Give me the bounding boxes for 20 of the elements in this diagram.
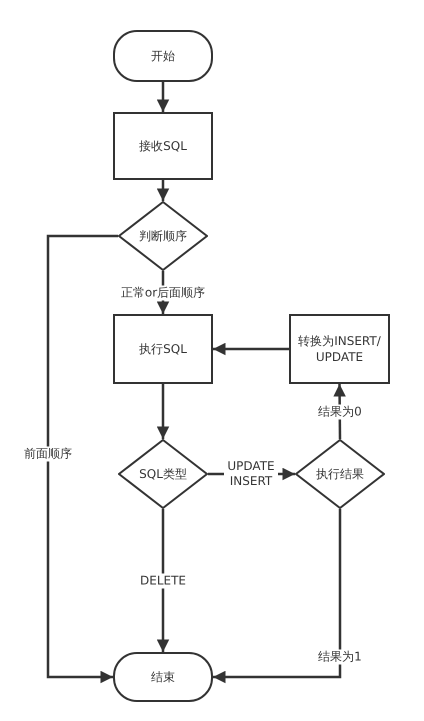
arrow xyxy=(213,342,289,356)
edge-label: 正常or后面顺序 xyxy=(120,286,206,300)
arrow xyxy=(156,82,170,112)
arrow xyxy=(156,384,170,439)
process-box: 执行SQL xyxy=(113,314,213,384)
arrow xyxy=(156,180,170,201)
terminal-shape: 结束 xyxy=(113,652,213,702)
arrow xyxy=(46,234,118,684)
process-box: 转换为INSERT/UPDATE xyxy=(289,314,390,384)
edge-label: DELETE xyxy=(139,574,187,588)
process-box: 接收SQL xyxy=(113,112,213,180)
edge-label: 结果为1 xyxy=(317,650,363,664)
terminal-shape: 开始 xyxy=(113,30,213,82)
decision-diamond: 执行结果 xyxy=(295,439,385,509)
arrow xyxy=(213,509,342,684)
arrow xyxy=(156,509,170,652)
edge-label: 结果为0 xyxy=(317,404,363,420)
decision-diamond: SQL类型 xyxy=(118,439,208,509)
edge-label: 前面顺序 xyxy=(23,446,73,462)
decision-diamond: 判断顺序 xyxy=(118,201,208,271)
